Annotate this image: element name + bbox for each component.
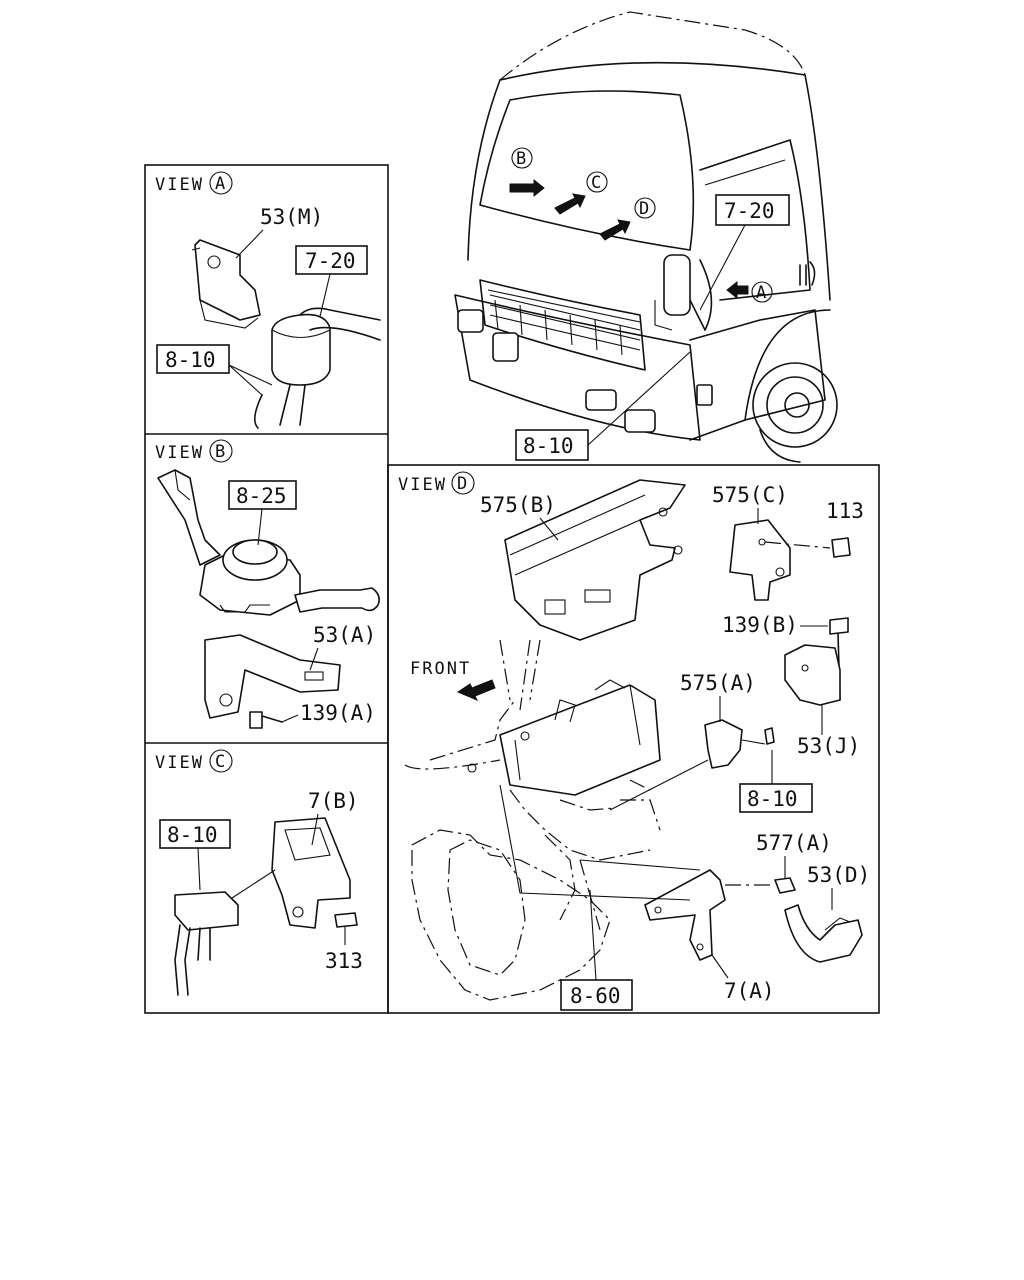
label-313: 313 [325, 949, 363, 973]
svg-text:8-10: 8-10 [747, 787, 798, 811]
view-a-title: VIEW A [155, 171, 233, 195]
svg-text:VIEW: VIEW [155, 753, 204, 773]
box-8-10-a [156, 344, 230, 374]
view-c-title: VIEW C [155, 749, 233, 773]
label-577a: 577(A) [756, 831, 832, 855]
view-b-title: VIEW B [155, 439, 233, 463]
label-7b: 7(B) [308, 789, 359, 813]
svg-text:VIEW: VIEW [398, 475, 447, 495]
view-b-panel: VIEW B 8-25 53(A) 139(A) [155, 439, 380, 729]
view-c-panel: VIEW C 7(B) 8-10 313 [155, 749, 363, 996]
cab-marker-d: D [634, 197, 656, 219]
svg-text:7-20: 7-20 [724, 199, 775, 223]
label-53j: 53(J) [797, 734, 860, 758]
label-113: 113 [826, 499, 864, 523]
box-8-10-c [159, 819, 231, 849]
svg-text:A: A [215, 174, 227, 194]
cab-marker-c: C [586, 171, 608, 193]
label-575b: 575(B) [480, 493, 556, 517]
label-575c: 575(C) [712, 483, 788, 507]
svg-text:7-20: 7-20 [305, 249, 356, 273]
cab-marker-a: A [751, 281, 773, 303]
label-53m: 53(M) [260, 205, 323, 229]
front-arrow-icon [456, 679, 496, 701]
svg-text:VIEW: VIEW [155, 175, 204, 195]
label-575a: 575(A) [680, 671, 756, 695]
cab-marker-b: B [511, 147, 533, 169]
box-8-25 [228, 480, 297, 510]
label-53d: 53(D) [807, 863, 870, 887]
svg-text:D: D [639, 199, 651, 219]
svg-text:B: B [215, 442, 227, 462]
svg-text:D: D [457, 474, 469, 494]
svg-text:8-10: 8-10 [165, 348, 216, 372]
view-frames [144, 164, 880, 1014]
truck-cab-illustration: B C D A 7-20 8-10 [454, 11, 838, 463]
svg-text:8-10: 8-10 [523, 434, 574, 458]
cab-callout-8-10: 8-10 [515, 351, 691, 461]
view-d-title: VIEW D [398, 471, 475, 495]
front-label: FRONT [410, 659, 471, 679]
svg-text:C: C [591, 173, 603, 193]
label-7a: 7(A) [724, 979, 775, 1003]
cab-callout-7-20: 7-20 [699, 194, 790, 311]
svg-text:VIEW: VIEW [155, 443, 204, 463]
svg-text:C: C [215, 752, 227, 772]
view-a-panel: VIEW A 53(M) 7-20 8-10 [155, 171, 381, 429]
view-d-panel: VIEW D 575(B) 575(C) 113 139(B) 53(J) [398, 471, 870, 1011]
box-7-20 [295, 245, 368, 275]
svg-text:B: B [516, 149, 528, 169]
svg-text:A: A [756, 283, 768, 303]
box-8-10-d [739, 783, 813, 813]
label-139a: 139(A) [300, 701, 376, 725]
label-53a: 53(A) [313, 623, 376, 647]
box-8-60 [560, 979, 633, 1011]
label-139b: 139(B) [722, 613, 798, 637]
svg-text:8-25: 8-25 [236, 484, 287, 508]
svg-text:8-10: 8-10 [167, 823, 218, 847]
svg-text:8-60: 8-60 [570, 984, 621, 1008]
